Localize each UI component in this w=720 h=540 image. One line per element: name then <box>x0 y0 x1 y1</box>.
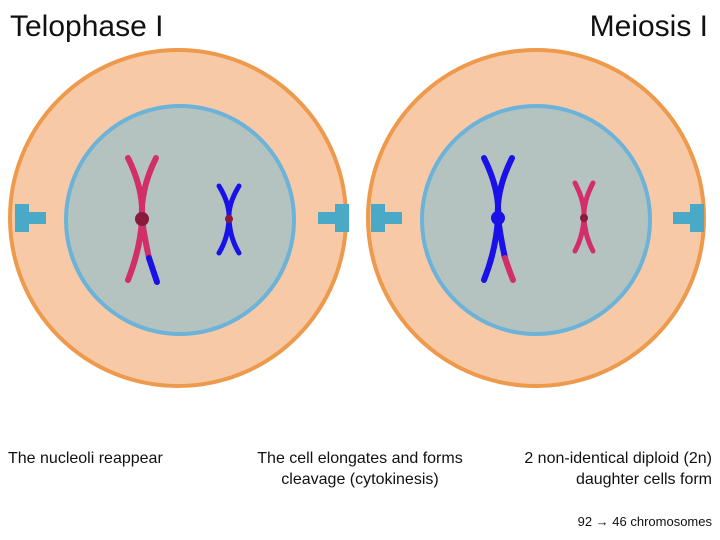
centrosome-icon <box>371 204 402 232</box>
cell-division-diagram <box>8 48 706 388</box>
right-cell <box>366 48 706 388</box>
centrosome-icon <box>318 204 349 232</box>
chromosome-icon <box>481 155 516 283</box>
centrosome-icon <box>15 204 46 232</box>
caption-daughter-cells: 2 non-identical diploid (2n) daughter ce… <box>524 450 712 488</box>
chromosome-icon <box>572 180 596 254</box>
title-telophase: Telophase I <box>10 10 164 43</box>
nucleus-left <box>64 104 296 336</box>
chromosome-icon <box>125 155 160 285</box>
caption-chromosome-count: 92 → 46 chromosomes <box>577 514 712 529</box>
title-meiosis: Meiosis I <box>589 10 708 43</box>
caption-cytokinesis: The cell elongates and forms cleavage (c… <box>257 450 463 488</box>
left-cell <box>8 48 349 388</box>
chromosome-icon <box>216 183 242 256</box>
nucleus-right <box>420 104 652 336</box>
centrosome-icon <box>673 204 704 232</box>
caption-nucleoli: The nucleoli reappear <box>8 450 163 467</box>
